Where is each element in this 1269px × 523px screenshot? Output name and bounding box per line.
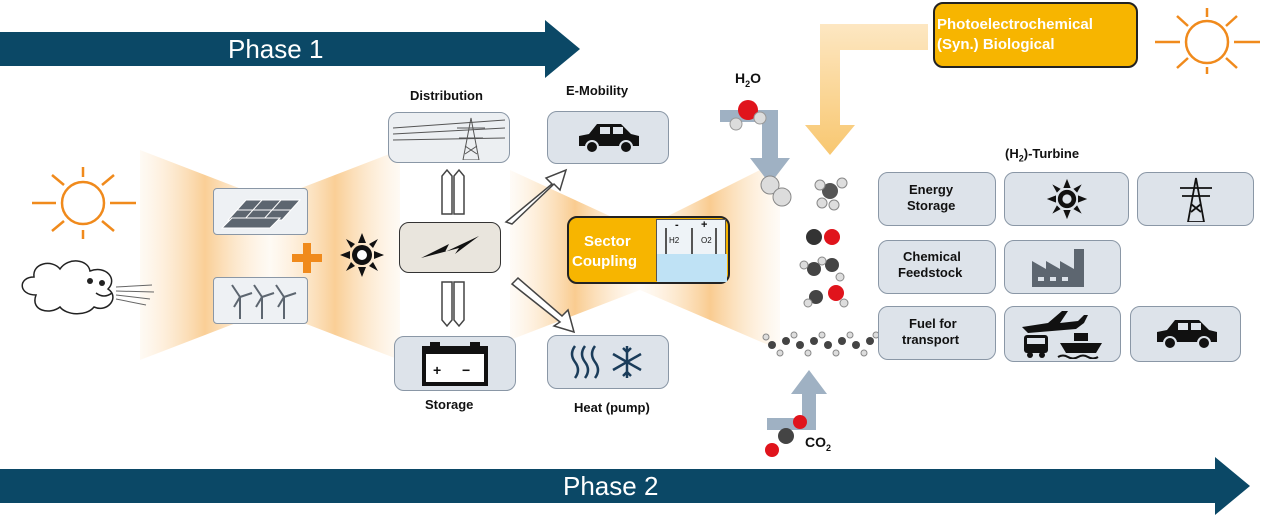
electricity-hub-box xyxy=(399,222,501,273)
heat-pump-label: Heat (pump) xyxy=(574,400,650,415)
storage-label: Storage xyxy=(425,397,474,412)
energy-storage-line1: Energy xyxy=(909,182,954,197)
electrolyser-plus: + xyxy=(701,219,708,231)
electrolyser-h2: H2 xyxy=(669,236,680,245)
solar-panel-box xyxy=(213,188,308,235)
car-transport-box xyxy=(1130,306,1241,362)
double-arrow-down xyxy=(441,281,465,328)
lightning-icon xyxy=(421,235,479,258)
diagonal-arrow-down xyxy=(510,276,576,334)
h2-turbine-label: (H2)-Turbine xyxy=(1005,146,1080,164)
car-icon xyxy=(579,123,639,154)
fuel-transport-line2: transport xyxy=(902,332,960,347)
battery-icon xyxy=(422,341,488,386)
chemical-feedstock-line1: Chemical xyxy=(903,249,961,264)
electrolyser-minus: - xyxy=(675,219,679,231)
car-icon-right xyxy=(1156,320,1217,350)
photoelectrochemical-box xyxy=(933,2,1138,68)
solar-panel-icon xyxy=(220,199,301,228)
e-mobility-label: E-Mobility xyxy=(566,83,629,98)
phase-2-arrow xyxy=(0,457,1250,515)
phase-1-label: Phase 1 xyxy=(228,34,324,64)
energy-storage-line2: Storage xyxy=(907,198,956,213)
energy-storage-box xyxy=(878,172,996,226)
diagonal-arrow-up xyxy=(504,168,568,225)
sector-coupling-line1: Sector xyxy=(584,233,631,250)
molecules-icon xyxy=(760,175,880,357)
turbine-icon xyxy=(340,233,384,277)
photoelectrochemical-line1: Photoelectrochemical xyxy=(937,16,1093,33)
co2-label: CO2 xyxy=(805,434,832,453)
chemical-feedstock-box xyxy=(878,240,996,294)
battery-minus: − xyxy=(462,362,471,378)
heat-pump-box xyxy=(547,335,669,389)
water-arrow xyxy=(720,110,790,184)
distribution-label: Distribution xyxy=(410,88,483,103)
battery-plus: + xyxy=(433,362,442,378)
heat-snowflake-icon xyxy=(570,345,642,379)
double-arrow-up xyxy=(441,168,465,215)
wind-turbine-icon xyxy=(230,283,296,319)
phase-1-arrow xyxy=(0,20,580,78)
sector-coupling-line2: Coupling xyxy=(572,253,637,270)
phase-2-label: Phase 2 xyxy=(563,471,659,501)
power-pylon-icon xyxy=(1179,177,1212,222)
co2-molecule-icon xyxy=(765,415,807,457)
wind-cloud-icon xyxy=(21,260,155,315)
grid-box xyxy=(1137,172,1254,226)
transport-modes-box xyxy=(1004,306,1121,362)
chemical-feedstock-line2: Feedstock xyxy=(898,265,963,280)
h2o-label: H2O xyxy=(735,70,762,89)
power-lines-icon xyxy=(393,117,505,160)
distribution-box xyxy=(388,112,510,163)
e-mobility-box xyxy=(547,111,669,164)
plus-icon xyxy=(292,243,322,273)
h2-turbine-box xyxy=(1004,172,1129,226)
fuel-transport-box xyxy=(878,306,996,360)
water-molecule-icon xyxy=(729,100,767,131)
factory-icon xyxy=(1031,249,1084,287)
bio-path-arrow xyxy=(805,24,928,155)
co2-arrow xyxy=(767,370,827,430)
wind-turbine-box xyxy=(213,277,308,324)
factory-box xyxy=(1004,240,1121,294)
electrolyser-o2: O2 xyxy=(701,236,712,245)
photoelectrochemical-line2: (Syn.) Biological xyxy=(937,36,1055,53)
electrolyser-icon: - + H2 O2 xyxy=(656,219,727,282)
sun-icon-left xyxy=(32,167,136,239)
storage-box xyxy=(394,336,516,391)
turbine-icon xyxy=(1046,178,1087,220)
plane-bus-ship-icon xyxy=(1021,311,1102,359)
sun-icon xyxy=(1155,8,1260,74)
fuel-transport-line1: Fuel for xyxy=(909,316,957,331)
